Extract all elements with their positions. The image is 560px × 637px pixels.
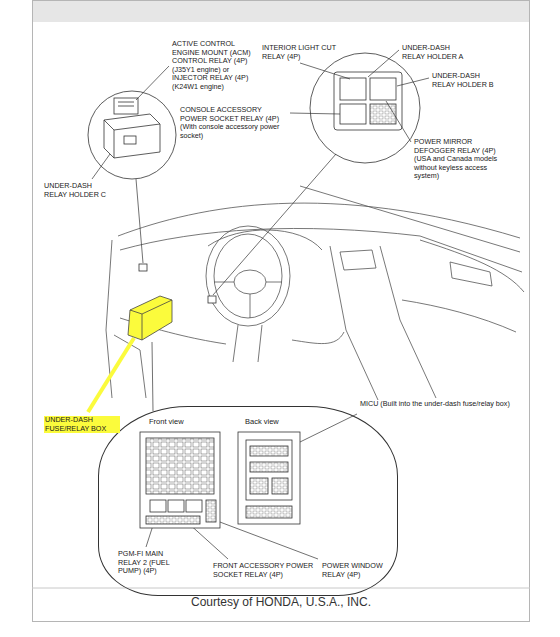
leader-line xyxy=(386,101,411,142)
leader-line xyxy=(152,342,153,411)
windshield-line xyxy=(300,186,520,252)
steering-spokes xyxy=(214,282,282,318)
connector xyxy=(206,500,216,522)
caption: Courtesy of HONDA, U.S.A., INC. xyxy=(32,595,530,610)
steering-wheel xyxy=(214,234,282,318)
connector xyxy=(250,478,268,494)
relay-holder-ab-callout xyxy=(310,53,420,163)
mount-hole xyxy=(124,136,136,144)
part-label: FRONT ACCESSORY POWER SOCKET RELAY (4P) xyxy=(213,562,319,579)
dash-top xyxy=(120,228,522,272)
relay xyxy=(168,500,184,512)
fuse-box-housing xyxy=(140,432,220,528)
part-label: POWER MIRROR DEFOGGER RELAY (4P) (USA an… xyxy=(414,138,510,181)
relay-location xyxy=(139,264,147,271)
part-label: ACTIVE CONTROL ENGINE MOUNT (ACM) CONTRO… xyxy=(172,40,256,91)
fuse-box-back xyxy=(238,432,300,524)
fuse-box-housing xyxy=(238,432,300,524)
fuse-grid xyxy=(146,438,214,494)
callout-circle xyxy=(88,91,176,179)
part-label: PGM-FI MAIN RELAY 2 (FUEL PUMP) (4P) xyxy=(118,550,182,576)
leader-line xyxy=(136,179,143,263)
part-label: UNDER-DASH RELAY HOLDER A xyxy=(402,44,468,61)
steering-wheel xyxy=(206,226,290,326)
highlight-leader xyxy=(88,338,134,412)
view-label: Front view xyxy=(149,417,184,426)
part-label: POWER WINDOW RELAY (4P) xyxy=(322,562,384,579)
relay-holder xyxy=(104,114,160,158)
leader-line xyxy=(397,78,429,86)
leader-line xyxy=(136,66,169,100)
leader-lines xyxy=(92,50,429,559)
micu-unit xyxy=(246,440,292,500)
connector xyxy=(246,506,292,518)
fuse-box-edge xyxy=(130,300,172,340)
part-label: INTERIOR LIGHT CUT RELAY (4P) xyxy=(262,44,336,61)
steering-hub xyxy=(234,270,266,294)
dash-right xyxy=(402,240,524,332)
relay xyxy=(186,500,202,512)
relay xyxy=(370,78,396,100)
leader-line xyxy=(300,414,357,442)
fuse-box-front xyxy=(140,432,220,528)
header-bar xyxy=(32,0,530,22)
relay xyxy=(340,104,366,124)
connector xyxy=(250,462,288,472)
relay xyxy=(150,500,166,512)
relay xyxy=(114,98,138,114)
windshield-line xyxy=(118,203,520,238)
part-label: UNDER-DASH RELAY HOLDER C xyxy=(44,182,110,199)
connector xyxy=(146,516,200,524)
leader-line xyxy=(213,154,336,295)
relay-detail xyxy=(118,102,134,106)
caption-rule xyxy=(32,588,530,589)
callout-circle xyxy=(310,53,420,163)
relay-slot xyxy=(370,104,396,124)
part-label: MICU (Built into the under-dash fuse/rel… xyxy=(360,400,510,409)
center-stack xyxy=(330,246,436,400)
highlighted-label: UNDER-DASH FUSE/RELAY BOX xyxy=(44,416,120,433)
connector xyxy=(250,446,288,456)
leader-line xyxy=(300,63,350,79)
view-label: Back view xyxy=(245,417,279,426)
relay-location xyxy=(208,296,216,303)
vent xyxy=(340,250,492,286)
leader-line xyxy=(92,154,110,179)
leader-line xyxy=(290,113,340,114)
relay-holder xyxy=(334,72,402,130)
relay-holder xyxy=(104,120,160,158)
relay xyxy=(340,78,366,100)
page-frame xyxy=(33,1,530,622)
fuse-box-highlight xyxy=(128,296,172,340)
part-label: CONSOLE ACCESSORY POWER SOCKET RELAY (4P… xyxy=(180,106,288,140)
part-label: UNDER-DASH RELAY HOLDER B xyxy=(432,72,498,89)
steering-column xyxy=(233,325,262,362)
connector xyxy=(272,478,288,494)
relay-holder-c-callout xyxy=(88,91,176,179)
leader-line xyxy=(368,50,399,77)
dashboard-sketch xyxy=(106,186,524,400)
